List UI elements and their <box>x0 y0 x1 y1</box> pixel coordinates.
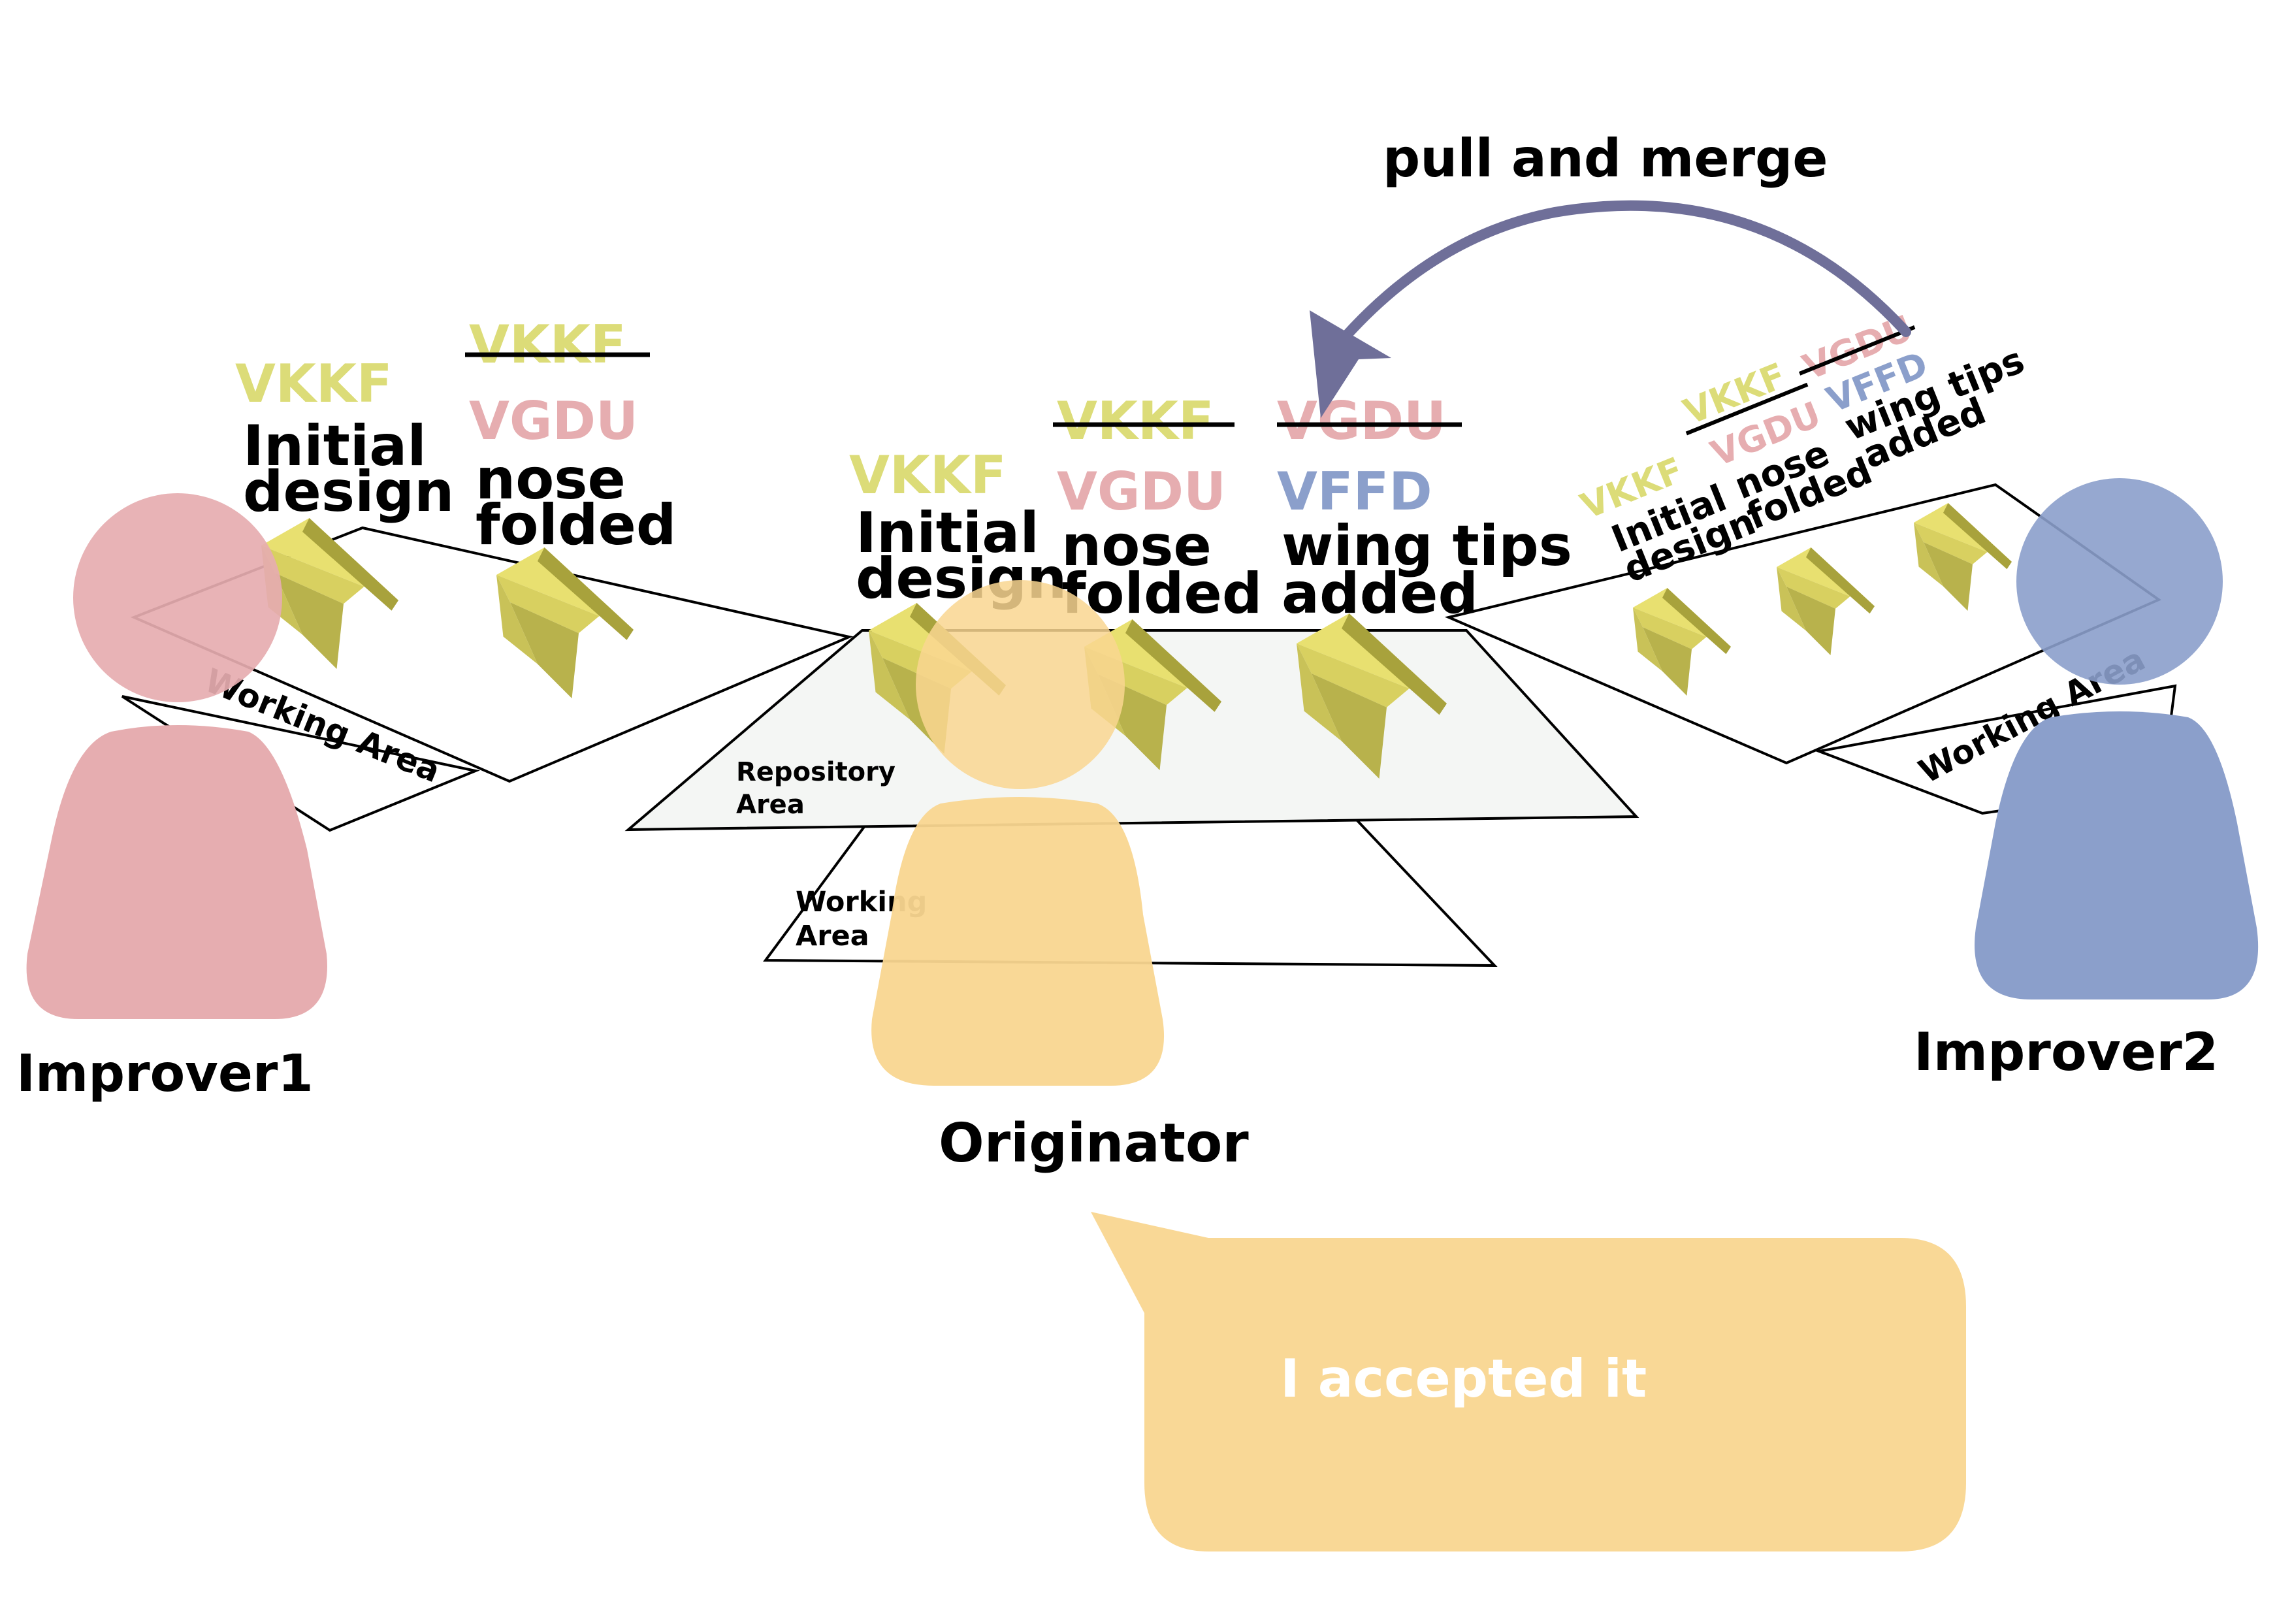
pull-and-merge-arrow: pull and merge <box>1310 128 1911 418</box>
originator-v3-desc-line2: added <box>1282 561 1478 626</box>
originator-v3-tag-struck: VGDU <box>1277 391 1446 451</box>
strikethrough-line <box>1799 325 1916 376</box>
arrow-curve <box>1340 200 1911 342</box>
improver1-v2-desc-line1: nose <box>476 447 626 512</box>
improver1-group: Working Area Improver1 VKKF Initial desi… <box>16 314 854 1103</box>
improver1-v1-desc-line2: design <box>243 459 454 525</box>
originator-name: Originator <box>939 1112 1249 1175</box>
originator-v3-desc-line1: wing tips <box>1282 513 1572 579</box>
improver1-avatar-body <box>26 725 328 1019</box>
improver1-v2-desc-line2: folded <box>476 493 676 558</box>
originator-avatar-head <box>916 580 1125 789</box>
originator-group: Repository Area Working Area VKKF Initia… <box>624 391 1966 1551</box>
improver2-avatar-body <box>1975 711 2259 999</box>
improver1-avatar-head <box>73 493 282 702</box>
originator-v3-tag: VFFD <box>1277 461 1432 522</box>
originator-v1-tag: VKKF <box>849 445 1007 506</box>
repository-area-label-line2: Area <box>736 790 805 820</box>
originator-working-area-label-line2: Area <box>796 920 869 952</box>
originator-v2-desc-line1: nose <box>1061 513 1212 579</box>
improver2-avatar-head <box>2016 478 2223 685</box>
paper-plane-icon <box>1633 588 1731 696</box>
paper-plane-icon <box>1914 503 2012 611</box>
improver1-v2-tag-struck: VKKF <box>469 314 626 375</box>
originator-v1-desc-line1: Initial <box>856 500 1039 566</box>
speech-bubble <box>1091 1212 1966 1551</box>
improver2-group: Working Area VKKF Initial design VKKF VG… <box>1444 307 2259 1082</box>
improver1-v2-tag: VGDU <box>469 391 638 451</box>
improver1-v1-tag: VKKF <box>235 353 393 414</box>
improver1-name: Improver1 <box>16 1045 314 1103</box>
originator-v2-tag: VGDU <box>1057 461 1226 522</box>
arrowhead-icon <box>1310 310 1391 418</box>
paper-plane-icon <box>1777 547 1875 655</box>
originator-avatar-body <box>871 797 1165 1086</box>
originator-v2-tag-struck: VKKF <box>1057 391 1214 451</box>
arrow-label: pull and merge <box>1383 128 1828 189</box>
strikethrough-line <box>1685 382 1809 436</box>
improver2-name: Improver2 <box>1914 1022 2218 1082</box>
speech-bubble-text: I accepted it <box>1280 1348 1647 1409</box>
improver1-v1-desc-line1: Initial <box>243 414 427 479</box>
repository-area-label-line1: Repository <box>736 757 896 787</box>
paper-plane-icon <box>496 547 634 698</box>
